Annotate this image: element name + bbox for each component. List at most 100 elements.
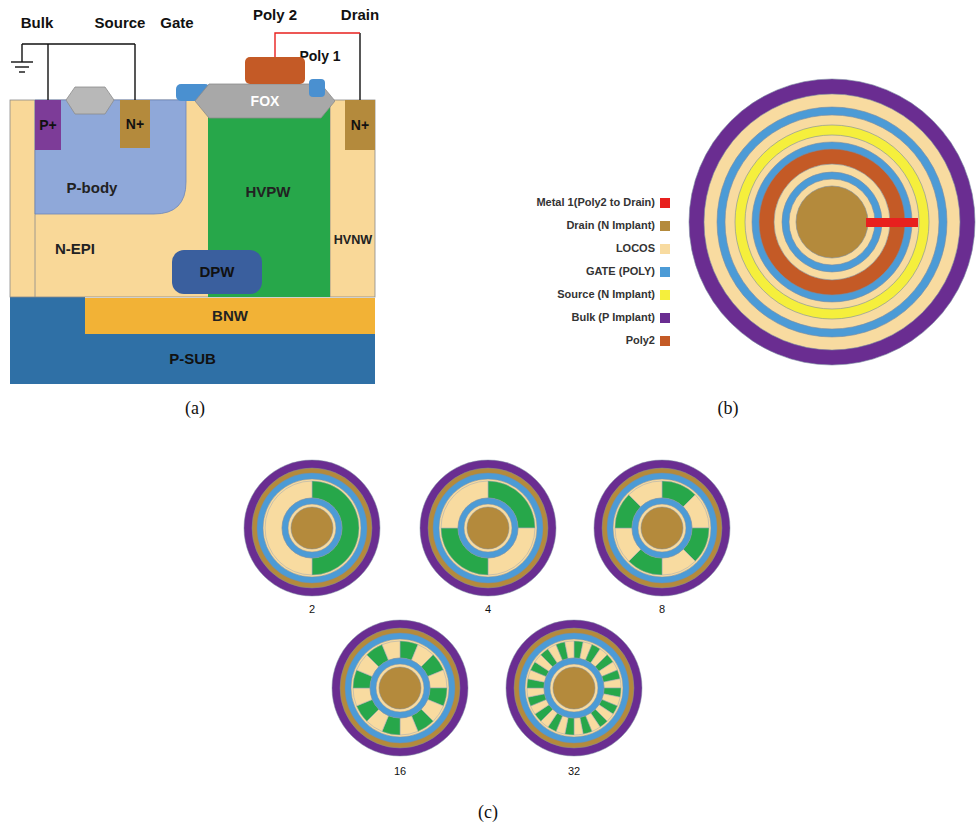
segment [353, 688, 372, 706]
segmented-layouts [244, 460, 730, 756]
p-sub-layer: P-SUB [10, 334, 375, 384]
terminal-name: Poly 1 [299, 48, 340, 64]
legend-text: Drain (N Implant) [566, 219, 655, 232]
layout-ring [376, 664, 424, 712]
layout-ring [291, 507, 333, 549]
segment [428, 670, 447, 688]
legend-text: Source (N Implant) [557, 288, 655, 301]
panel-label: (b) [718, 398, 739, 419]
layout-ring [607, 473, 717, 583]
layout-ring [464, 504, 512, 552]
layout-ring [525, 639, 623, 737]
poly2-plate [245, 57, 305, 84]
locos-ring [789, 179, 875, 265]
layout-ring [288, 504, 336, 552]
terminal-name: Bulk [21, 14, 54, 31]
field-oxide: FOX [195, 83, 335, 119]
region-label: P+ [39, 117, 57, 133]
layout-ring [439, 479, 537, 577]
legend-swatch [660, 244, 670, 254]
segment [382, 641, 400, 660]
wire [134, 44, 135, 100]
terminal-name: Drain [341, 6, 379, 23]
layout-ring [351, 639, 449, 737]
layout-ring [433, 473, 543, 583]
bulk-ring [689, 79, 975, 365]
ground-symbol [11, 61, 33, 62]
legend-swatch [660, 313, 670, 323]
terminal-name: Gate [160, 14, 193, 31]
segment [574, 717, 583, 735]
locos-ring [704, 94, 960, 350]
region-label: HVNW [334, 233, 372, 247]
legend-text: Metal 1(Poly2 to Drain) [536, 196, 655, 209]
segment-count: 4 [485, 603, 491, 616]
layout-ring [467, 507, 509, 549]
n-epi-region [10, 100, 375, 297]
segment [527, 688, 545, 697]
region-label: P-SUB [169, 350, 216, 367]
p-plus-implant: P+ [35, 100, 61, 150]
segment [565, 641, 574, 659]
region-label: FOX [251, 93, 280, 109]
region-label: P-body [67, 179, 118, 196]
segment-count: 16 [394, 765, 406, 778]
region-label: HVPW [246, 183, 291, 200]
drain-disc [796, 186, 868, 258]
wire [22, 43, 135, 44]
layout-ring [544, 658, 604, 718]
layout-ring [641, 507, 683, 549]
layout-ring [638, 504, 686, 552]
layout-ring [282, 498, 342, 558]
wire [21, 44, 22, 62]
bnw-layer: BNW [85, 298, 375, 334]
layout-ring [244, 460, 380, 596]
n-plus-implant: N+ [345, 100, 375, 150]
panel-label: (c) [478, 802, 498, 823]
circular-layout [689, 79, 975, 365]
legend-swatch [660, 221, 670, 231]
locos-oxide [66, 87, 114, 114]
layout-ring [553, 667, 595, 709]
wire [359, 33, 360, 100]
layout-ring [252, 468, 372, 588]
segment [603, 679, 621, 688]
layout-ring [332, 620, 468, 756]
region-label: N+ [126, 116, 144, 132]
layout-ring [370, 658, 430, 718]
layout-ring [263, 479, 361, 577]
layout-ring [602, 468, 722, 588]
ground-symbol [19, 71, 25, 72]
hvnw-region: HVNW N+ [330, 100, 375, 297]
segment-count: 2 [309, 603, 315, 616]
gate-ring [717, 107, 947, 337]
layout-ring [613, 479, 711, 577]
p-body-region: P-body P+ N+ [35, 100, 186, 215]
layout-ring [420, 460, 556, 596]
segment-count: 32 [568, 765, 580, 778]
layout-ring [257, 473, 367, 583]
layout-ring [379, 667, 421, 709]
n-plus-implant: N+ [120, 100, 150, 148]
p-body-region [35, 100, 186, 214]
locos-ring [745, 135, 919, 309]
terminal-name: Source [95, 14, 146, 31]
metal1-bar [866, 218, 918, 227]
terminal-name: Poly 2 [253, 6, 297, 23]
legend-swatch [660, 267, 670, 277]
region-label: N-EPI [55, 240, 95, 257]
layout-ring [550, 664, 598, 712]
layout-ring [519, 633, 629, 743]
region-label: BNW [212, 307, 248, 324]
ground-symbol [15, 66, 29, 67]
legend-text: Poly2 [626, 334, 655, 347]
p-sub-region [10, 296, 85, 336]
segment-count: 8 [659, 603, 665, 616]
region-label: DPW [200, 263, 235, 280]
layout-ring [340, 628, 460, 748]
source-ring [735, 125, 929, 319]
layout-ring [458, 498, 518, 558]
legend-swatch [660, 290, 670, 300]
legend-swatch [660, 198, 670, 208]
